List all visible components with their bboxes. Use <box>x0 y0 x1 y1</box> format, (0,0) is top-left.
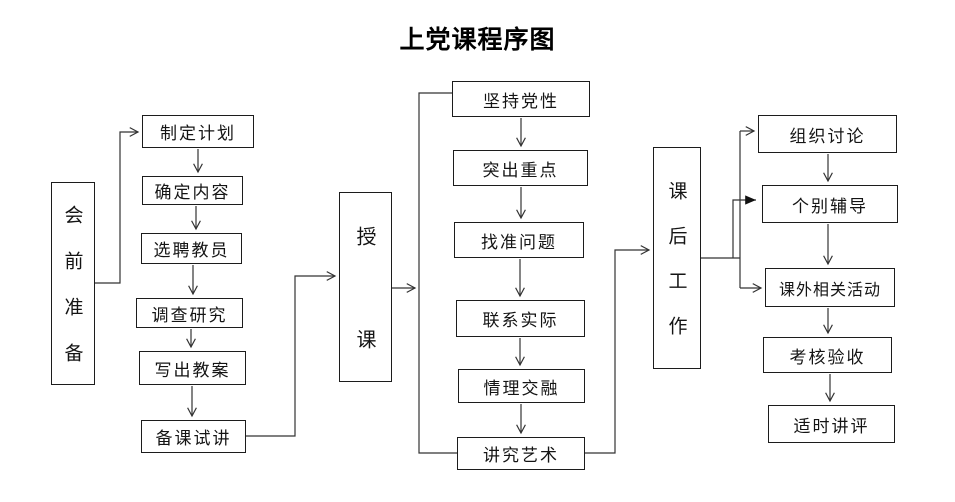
phase-label-pre-meeting-preparation: 会前准备 <box>61 205 84 389</box>
step-label-connect-reality: 联系实际 <box>482 311 559 331</box>
step-box-connect-reality: 联系实际 <box>456 300 585 337</box>
step-box-make-plan: 制定计划 <box>142 115 254 148</box>
phase-box-post-class-work: 课后工作 <box>653 147 701 369</box>
step-box-rehearse-lesson: 备课试讲 <box>141 420 246 453</box>
step-label-make-plan: 制定计划 <box>160 124 236 144</box>
trunk-teaching-points <box>418 92 457 454</box>
edge-trunk-to-tutoring <box>732 195 756 258</box>
step-label-identify-problems: 找准问题 <box>481 232 557 253</box>
step-label-blend-emotion-reason: 情理交融 <box>483 378 560 399</box>
step-box-investigate-research: 调查研究 <box>136 298 243 328</box>
step-label-stress-artistry: 讲究艺术 <box>483 446 559 466</box>
step-box-identify-problems: 找准问题 <box>454 222 584 258</box>
step-box-extracurricular-activities: 课外相关活动 <box>765 268 895 307</box>
step-label-adhere-party-spirit: 坚持党性 <box>483 91 559 112</box>
step-label-extracurricular-activities: 课外相关活动 <box>778 279 881 299</box>
step-box-highlight-key-points: 突出重点 <box>453 150 588 186</box>
diagram-title: 上党课程序图 <box>399 26 556 54</box>
step-label-investigate-research: 调查研究 <box>151 305 228 326</box>
step-box-assessment-acceptance: 考核验收 <box>763 337 892 373</box>
step-box-blend-emotion-reason: 情理交融 <box>458 369 585 403</box>
edge-art-to-post <box>585 245 651 454</box>
step-label-organize-discussion: 组织讨论 <box>789 126 866 147</box>
step-box-select-instructors: 选聘教员 <box>141 233 242 264</box>
step-box-determine-content: 确定内容 <box>142 176 243 205</box>
phase-box-lecturing: 授课 <box>339 192 392 432</box>
step-label-determine-content: 确定内容 <box>154 183 231 203</box>
step-box-write-lesson-plan: 写出教案 <box>139 351 246 385</box>
phase-box-pre-meeting-preparation: 会前准备 <box>51 182 95 389</box>
step-box-organize-discussion: 组织讨论 <box>758 115 897 153</box>
step-label-timely-review: 适时讲评 <box>793 416 870 437</box>
step-label-rehearse-lesson: 备课试讲 <box>155 429 232 449</box>
phase-label-lecturing: 授课 <box>353 225 377 432</box>
step-box-adhere-party-spirit: 坚持党性 <box>452 81 590 117</box>
step-label-assessment-acceptance: 考核验收 <box>789 347 866 368</box>
step-box-stress-artistry: 讲究艺术 <box>457 437 585 470</box>
step-label-write-lesson-plan: 写出教案 <box>154 360 231 381</box>
phase-label-post-class-work: 课后工作 <box>665 181 688 361</box>
edge-prep-to-plan <box>95 127 140 284</box>
step-box-timely-review: 适时讲评 <box>768 405 895 443</box>
step-label-highlight-key-points: 突出重点 <box>482 160 559 181</box>
step-label-individual-tutoring: 个别辅导 <box>792 196 868 217</box>
edge-rehearse-to-teach <box>246 271 337 437</box>
step-box-individual-tutoring: 个别辅导 <box>762 185 898 223</box>
step-label-select-instructors: 选聘教员 <box>153 241 230 261</box>
